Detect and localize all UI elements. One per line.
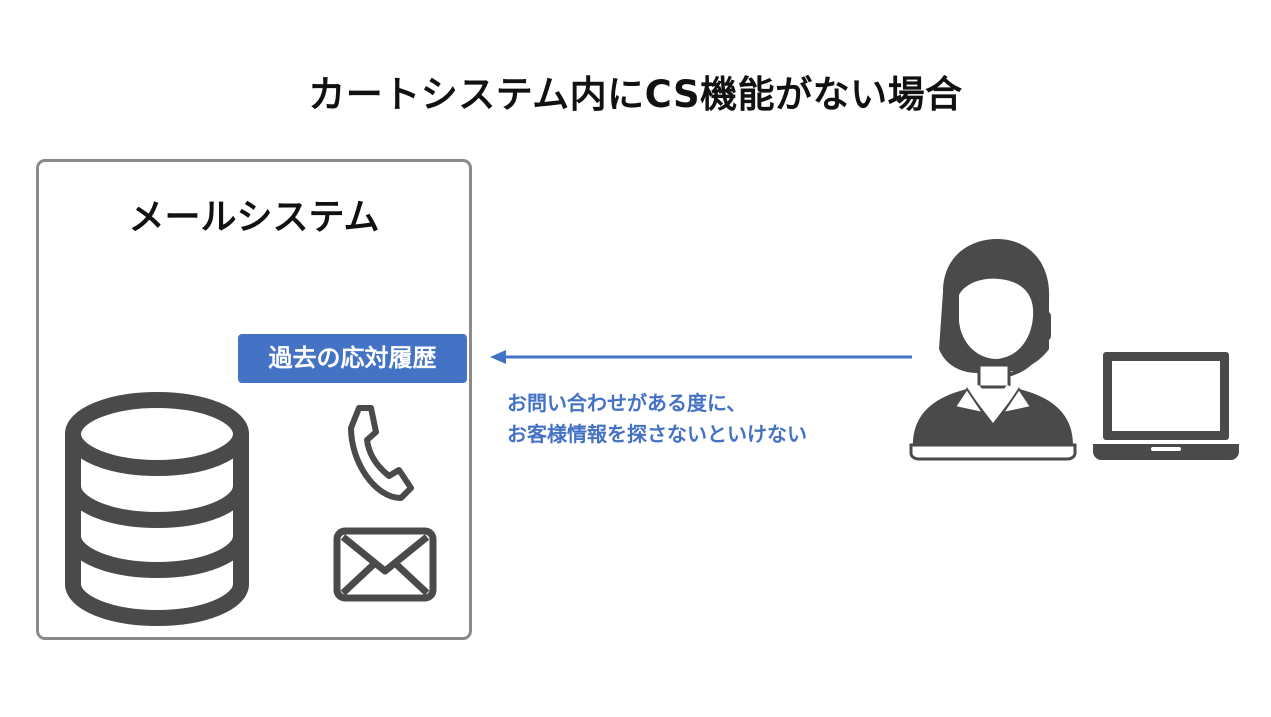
database-icon	[65, 392, 249, 626]
phone-icon	[348, 405, 414, 501]
mail-system-label: メールシステム	[128, 197, 380, 238]
operator-icon	[909, 239, 1077, 461]
history-badge: 過去の応対履歴	[238, 334, 467, 383]
arrow-left	[490, 350, 912, 364]
caption-line-2: お客様情報を探さないといけない	[507, 422, 807, 446]
page-title: カートシステム内にCS機能がない場合	[308, 73, 963, 116]
laptop-icon	[1093, 352, 1239, 460]
caption: お問い合わせがある度に、 お客様情報を探さないといけない	[507, 388, 807, 450]
mail-icon	[333, 527, 437, 602]
caption-line-1: お問い合わせがある度に、	[507, 391, 747, 415]
mail-system-box: メールシステム	[36, 159, 472, 640]
